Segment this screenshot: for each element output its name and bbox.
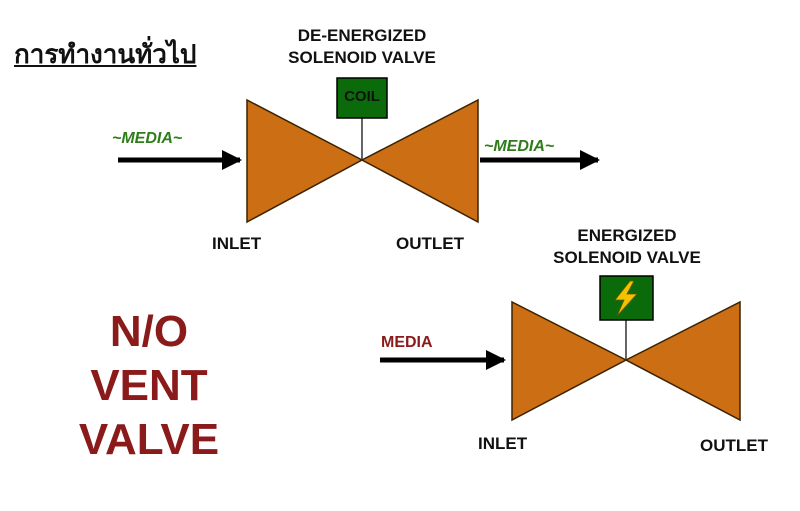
lightning-icon <box>614 280 638 317</box>
bottom-media-in-label: MEDIA <box>381 334 433 351</box>
vent-label-line3: VALVE <box>78 415 220 464</box>
top-valve-left-triangle <box>246 98 364 224</box>
page-heading: การทำงานทั่วไป <box>14 39 197 69</box>
bottom-valve-right-triangle <box>624 300 741 422</box>
top-valve-state-line2: SOLENOID VALVE <box>288 48 436 67</box>
bottom-outlet-label: OUTLET <box>700 436 768 455</box>
top-media-out-label: ~MEDIA~ <box>484 138 555 155</box>
top-valve-state-line1: DE-ENERGIZED <box>297 26 427 45</box>
top-outlet-label: OUTLET <box>396 234 464 253</box>
top-valve-right-triangle <box>360 98 479 224</box>
top-inlet-label: INLET <box>212 234 262 253</box>
coil-label: COIL <box>344 88 380 105</box>
bottom-valve-state-line1: ENERGIZED <box>577 226 677 245</box>
bottom-valve-left-triangle <box>511 300 628 422</box>
bottom-valve-state-line2: SOLENOID VALVE <box>553 248 701 267</box>
bottom-inlet-label: INLET <box>478 434 528 453</box>
vent-label-line1: N/O <box>109 307 189 356</box>
vent-label-line2: VENT <box>90 361 208 410</box>
top-coil-box <box>336 77 388 119</box>
top-media-in-label: ~MEDIA~ <box>112 130 183 147</box>
